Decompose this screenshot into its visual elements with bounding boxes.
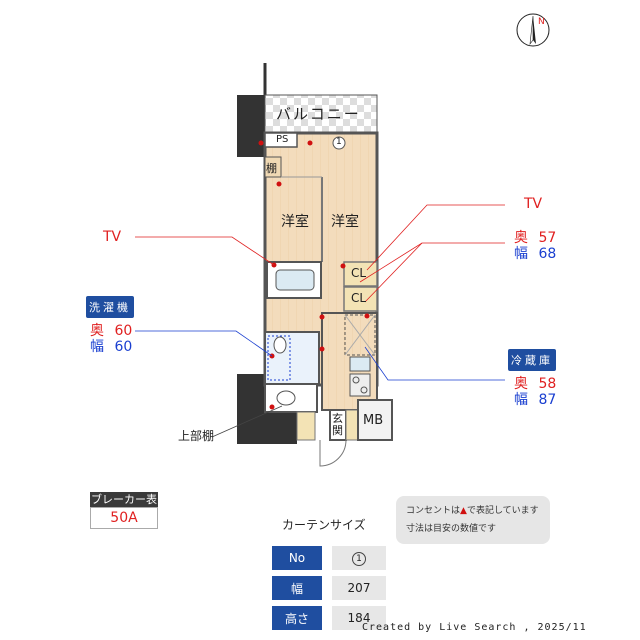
washer-depth: 60 [114, 323, 133, 339]
mb-box [357, 399, 393, 441]
mb-label: MB [363, 413, 384, 428]
entrance-label: 玄関 [332, 412, 343, 437]
fridge-line [364, 346, 505, 381]
washer-depth-label: 奥 [90, 323, 104, 339]
note-box: コンセントは▲で表記しています 寸法は目安の数値です [396, 496, 550, 544]
structure-wall-bottom-2 [265, 412, 297, 444]
structure-wall-top [237, 95, 265, 157]
curtain-table: No 1 幅 207 高さ 184 [272, 540, 386, 636]
breaker-value: 50A [90, 507, 158, 529]
structure-wall-bottom [237, 374, 265, 444]
tv-right-width: 68 [538, 246, 557, 262]
window-marker [332, 136, 346, 150]
compass-north-icon: N [516, 13, 550, 47]
bathtub-icon [275, 269, 315, 291]
tv-right-label: TV [524, 196, 543, 212]
outlet-icon: ▲ [460, 506, 467, 516]
curtain-width-value: 207 [332, 576, 386, 600]
washer-width: 60 [114, 339, 133, 355]
curtain-row-height: 高さ 184 [272, 606, 386, 630]
curtain-no-label: No [272, 546, 322, 570]
fridge-depth: 58 [538, 376, 557, 392]
curtain-height-label: 高さ [272, 606, 322, 630]
toilet-icon [276, 390, 296, 406]
shelf-box [264, 156, 282, 178]
closet-2-label: CL [351, 291, 367, 305]
fridge-depth-label: 奥 [514, 376, 528, 392]
washer-line [135, 330, 273, 357]
curtain-row-width: 幅 207 [272, 576, 386, 600]
washer-badge: 洗濯機 [86, 296, 134, 318]
note-line2: 寸法は目安の数値です [406, 524, 497, 534]
curtain-title: カーテンサイズ [282, 518, 366, 532]
compass-label: N [538, 17, 545, 27]
closet-1-label: CL [351, 266, 367, 280]
curtain-width-label: 幅 [272, 576, 322, 600]
west-room-2-label: 洋室 [331, 214, 359, 230]
note-line1-suffix: で表記しています [466, 506, 539, 516]
upper-shelf-label: 上部棚 [178, 429, 215, 443]
balcony-label: バルコニー [276, 105, 361, 123]
breaker-title: ブレーカー表記 [90, 492, 158, 521]
curtain-height-value: 184 [332, 606, 386, 630]
stove-icon [349, 373, 371, 397]
cl-line-2 [364, 242, 423, 303]
entrance-shelf [296, 411, 316, 441]
curtain-row-no: No 1 [272, 546, 386, 570]
fridge-width: 87 [538, 392, 557, 408]
shelf-label: 棚 [266, 162, 277, 175]
window-number: 1 [336, 137, 342, 147]
tv-right-line [366, 204, 505, 271]
sink-kitchen-icon [349, 356, 371, 372]
ps-box [264, 132, 298, 148]
tv-left-line [135, 236, 275, 266]
upper-shelf-line [211, 405, 283, 438]
fridge-width-label: 幅 [514, 392, 528, 408]
tv-right-width-label: 幅 [514, 246, 528, 262]
ps-label: PS [276, 134, 289, 145]
cl-line-1 [359, 242, 505, 283]
west-room-1-label: 洋室 [281, 214, 309, 230]
closet-1 [343, 261, 378, 287]
note-line1-prefix: コンセントは [406, 506, 461, 516]
credit-line: Created by Live Search , 2025/11 [362, 622, 587, 633]
curtain-no-value: 1 [352, 552, 366, 566]
fridge-badge: 冷蔵庫 [508, 349, 556, 371]
closet-2 [343, 286, 378, 312]
tv-right-depth-label: 奥 [514, 230, 528, 246]
washer-width-label: 幅 [90, 339, 104, 355]
tv-right-depth: 57 [538, 230, 557, 246]
balcony-area [264, 94, 378, 134]
tv-left-label: TV [103, 229, 122, 245]
sink-icon [273, 336, 287, 354]
